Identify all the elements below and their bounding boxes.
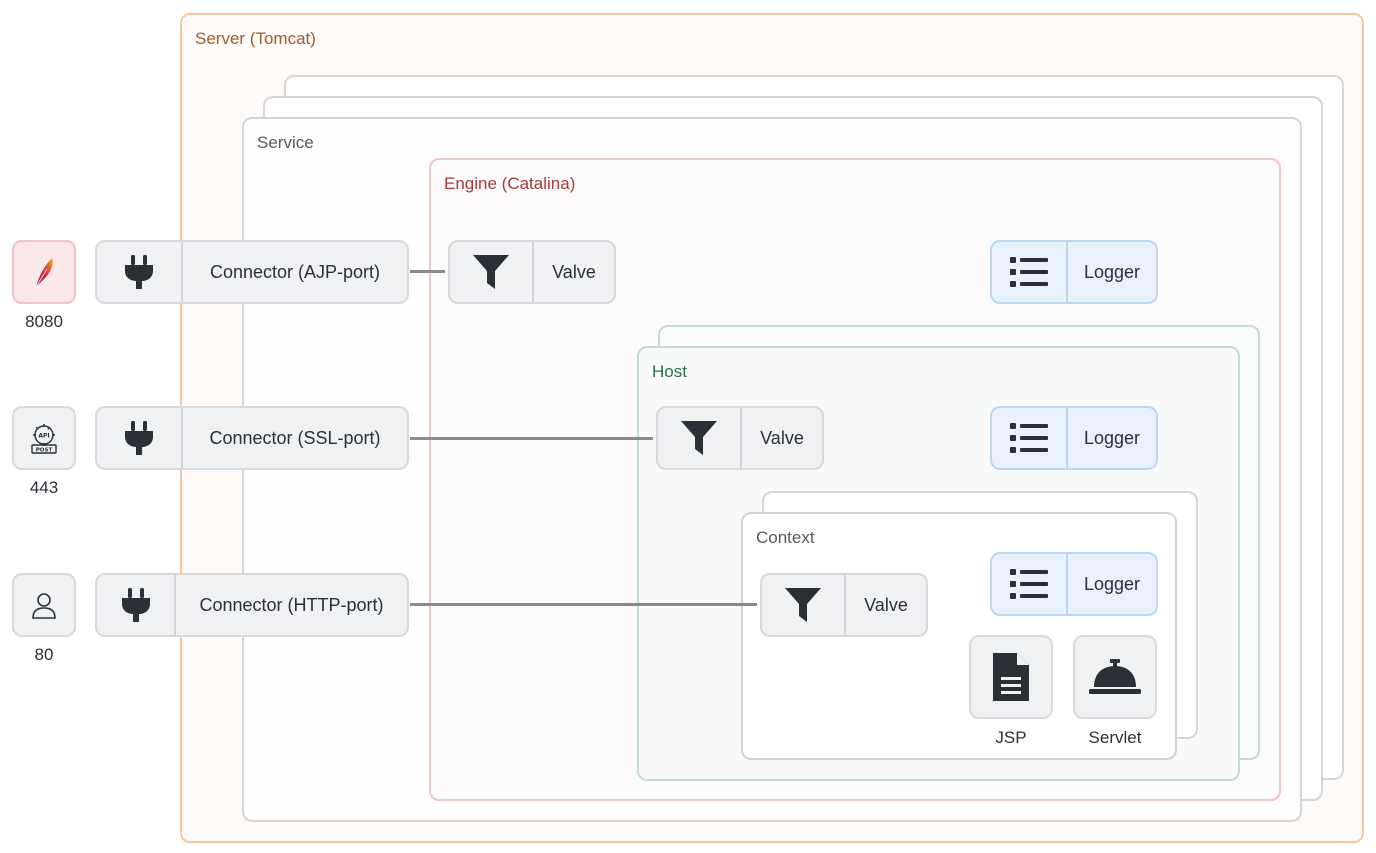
filter-icon: [762, 575, 846, 635]
filter-icon: [450, 242, 534, 302]
context-logger[interactable]: Logger: [990, 552, 1158, 616]
host-title: Host: [652, 362, 687, 381]
jsp-tile[interactable]: [969, 635, 1053, 719]
document-icon: [993, 653, 1029, 701]
user-icon: [32, 593, 56, 619]
client-ssl-tile[interactable]: API POST: [12, 406, 76, 470]
svg-text:API: API: [38, 433, 49, 440]
host-logger[interactable]: Logger: [990, 406, 1158, 470]
plug-icon: [97, 242, 183, 302]
list-icon: [992, 554, 1068, 614]
filter-icon: [658, 408, 742, 468]
connector-ajp[interactable]: Connector (AJP-port): [95, 240, 409, 304]
engine-logger[interactable]: Logger: [990, 240, 1158, 304]
wire-ssl-to-host-valve: [410, 437, 653, 440]
client-ajp-tile[interactable]: [12, 240, 76, 304]
client-http-tile[interactable]: [12, 573, 76, 637]
plug-icon: [97, 575, 176, 635]
svg-text:POST: POST: [36, 448, 53, 454]
wire-ajp-to-engine-valve: [410, 270, 445, 273]
api-gear-icon: API POST: [31, 424, 57, 454]
connector-ssl[interactable]: Connector (SSL-port): [95, 406, 409, 470]
list-icon: [992, 408, 1068, 468]
feather-icon: [35, 258, 53, 288]
connector-ajp-label: Connector (AJP-port): [209, 261, 381, 282]
engine-valve[interactable]: Valve: [448, 240, 616, 304]
context-logger-label: Logger: [1083, 573, 1141, 594]
engine-valve-label: Valve: [552, 261, 596, 282]
engine-title: Engine (Catalina): [444, 174, 576, 193]
connector-http[interactable]: Connector (HTTP-port): [95, 573, 409, 637]
plug-icon: [97, 408, 183, 468]
context-title: Context: [756, 528, 815, 547]
connector-http-label: Connector (HTTP-port): [199, 594, 384, 615]
host-valve-label: Valve: [760, 427, 804, 448]
jsp-label: JSP: [995, 728, 1027, 747]
service-bell-icon: [1089, 659, 1141, 694]
client-http-port: 80: [34, 645, 54, 664]
server-title: Server (Tomcat): [195, 29, 316, 48]
list-icon: [992, 242, 1068, 302]
host-logger-label: Logger: [1083, 427, 1141, 448]
context-valve[interactable]: Valve: [760, 573, 928, 637]
client-ajp-port: 8080: [25, 312, 63, 331]
connector-ssl-label: Connector (SSL-port): [209, 427, 381, 448]
host-valve[interactable]: Valve: [656, 406, 824, 470]
service-title: Service: [257, 133, 314, 152]
client-ssl-port: 443: [29, 478, 59, 497]
servlet-label: Servlet: [1088, 728, 1142, 747]
engine-logger-label: Logger: [1083, 261, 1141, 282]
servlet-tile[interactable]: [1073, 635, 1157, 719]
context-valve-label: Valve: [864, 594, 908, 615]
wire-http-to-context-valve: [410, 603, 757, 606]
